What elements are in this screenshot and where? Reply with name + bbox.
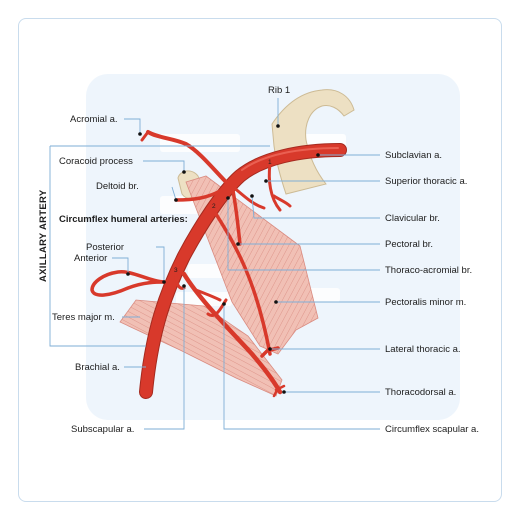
artery-tree [90, 130, 347, 399]
marker-1: 1 [268, 159, 272, 166]
label-pectoralis-minor: Pectoralis minor m. [385, 297, 466, 308]
label-deltoid-branch: Deltoid br. [96, 181, 139, 192]
label-anterior: Anterior [74, 253, 107, 264]
label-teres-major: Teres major m. [52, 312, 115, 323]
label-pectoral-branch: Pectoral br. [385, 239, 433, 250]
axillary-artery-side-label: AXILLARY ARTERY [38, 189, 49, 282]
label-thoracodorsal: Thoracodorsal a. [385, 387, 456, 398]
marker-2: 2 [212, 203, 216, 210]
label-superior-thoracic: Superior thoracic a. [385, 176, 467, 187]
label-posterior: Posterior [86, 242, 124, 253]
marker-3: 3 [174, 267, 178, 274]
label-acromial: Acromial a. [70, 114, 118, 125]
label-coracoid-process: Coracoid process [59, 156, 133, 167]
label-brachial: Brachial a. [75, 362, 120, 373]
label-subscapular: Subscapular a. [71, 424, 134, 435]
label-circumflex-scapular: Circumflex scapular a. [385, 424, 479, 435]
label-thoraco-acromial: Thoraco-acromial br. [385, 265, 472, 276]
leader-dots [126, 124, 320, 394]
label-rib-1: Rib 1 [268, 85, 290, 96]
heading-text: Circumflex humeral arteries: [59, 214, 188, 225]
heading-circumflex-humeral: Circumflex humeral arteries: [59, 214, 188, 225]
label-subclavian: Subclavian a. [385, 150, 442, 161]
label-clavicular-branch: Clavicular br. [385, 213, 440, 224]
leader-lines [49, 98, 380, 430]
label-lateral-thoracic: Lateral thoracic a. [385, 344, 461, 355]
rib-1-bone [271, 89, 355, 195]
